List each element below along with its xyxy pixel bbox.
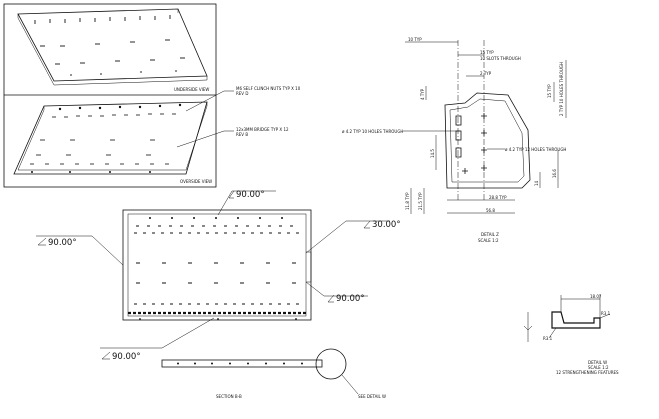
holes-callout-2: ø 4.2 TYP 12 HOLES THROUGH <box>505 147 566 152</box>
plan-inner-flange <box>127 213 307 317</box>
detail-w-label: DETAIL W <box>588 360 607 365</box>
detail-w-leader <box>341 374 359 395</box>
overside-holes <box>31 103 182 173</box>
detail-z-outline <box>444 92 531 189</box>
callout-clinch-nut-rev: REV D <box>236 91 248 96</box>
dim-14: 14 <box>534 180 539 186</box>
plan-right-tab <box>306 251 312 283</box>
overside-view: OVERSIDE VIEW <box>13 90 234 184</box>
underside-tray-outline <box>17 8 208 82</box>
clinch-nut-leader <box>185 90 234 112</box>
overside-slots <box>30 113 176 165</box>
holes-through-note: 2 TYP 10 HOLES THROUGH <box>559 62 564 116</box>
detail-w-radius-2: R3.1 <box>543 336 553 341</box>
detail-w-scale: SCALE 1:2 <box>588 365 609 370</box>
dim-16: 16.6 <box>552 169 557 178</box>
underside-label: UNDERSIDE VIEW <box>174 87 209 92</box>
dim-21-5: 21.5 TYP <box>418 192 423 210</box>
detail-w-note: 12 STRENGTHENING FEATURES <box>556 370 619 375</box>
detail-z: 10 TYP 15 TYP 10 SLOTS THROUGH 2 TYP 15 … <box>342 37 566 243</box>
callout-clinch-nut: M6 SELF CLINCH NUTS TYP X 10 <box>236 86 301 91</box>
section-profile <box>161 359 323 368</box>
section-label: SECTION B-B <box>216 394 242 399</box>
angle-callout-right-top: 30.00° <box>305 220 401 254</box>
holes-through-callout: ø 4.2 TYP 10 HOLES THROUGH <box>342 129 403 134</box>
plan-top-holes <box>149 217 283 219</box>
iso-frame <box>3 3 217 188</box>
callout-bridge: 12x3MM BRIDGE TYP X 12 <box>236 127 289 132</box>
detail-w-circle <box>315 348 347 380</box>
detail-w-profile <box>551 311 601 329</box>
underside-slots <box>34 15 185 76</box>
angle-callout-bottom: 90.00° <box>100 317 215 362</box>
section-holes <box>177 362 303 365</box>
iso-views-panel: UNDERSIDE VIEW <box>3 3 234 188</box>
angle-bottom-label: 90.00° <box>112 352 141 362</box>
angle-left-label: 90.00° <box>48 238 77 248</box>
detail-w-radius-1: R3.1 <box>601 311 611 316</box>
detail-w: 18.07 R3.1 R3.1 DETAIL W SCALE 1:2 12 ST… <box>523 294 619 375</box>
angle-callout-top: 90.00° <box>217 190 276 216</box>
detail-z-holes <box>462 113 487 174</box>
dim-15typ: 15 TYP <box>480 50 494 55</box>
underside-tray-lip <box>17 14 208 86</box>
angle-callout-left: 90.00° <box>36 235 124 266</box>
overside-tray-inner <box>17 102 208 171</box>
angle-right-top-label: 30.00° <box>372 220 401 230</box>
dim-4typ: 4 TYP <box>420 88 425 100</box>
dim-56-8: 56.8 <box>486 208 495 213</box>
plan-view: 90.00° 90.00° 30.00° 90.00° 90.00° <box>36 190 401 362</box>
dim-11-8: 11.8 TYP <box>405 192 410 210</box>
angle-right-bottom-label: 90.00° <box>336 294 365 304</box>
overside-tray-outline <box>13 101 208 175</box>
detail-w-width: 18.07 <box>590 294 602 299</box>
bridge-leader <box>176 130 234 148</box>
callout-bridge-rev: REV B <box>236 132 248 137</box>
dim-14-5: 14.5 <box>430 149 435 158</box>
plan-slot-rows <box>134 225 299 305</box>
overside-label: OVERSIDE VIEW <box>180 179 212 184</box>
underside-view: UNDERSIDE VIEW <box>17 8 209 92</box>
angle-callout-right-bottom: 90.00° <box>305 281 368 304</box>
dim-2typ: 2 TYP <box>480 71 492 76</box>
detail-w-arrow <box>523 325 533 331</box>
detail-z-slots <box>455 115 462 158</box>
detail-z-scale: SCALE 1:2 <box>478 238 499 243</box>
slots-note: 10 SLOTS THROUGH <box>480 56 521 61</box>
dim-28-8: 28.8 TYP <box>489 195 507 200</box>
detail-z-inner <box>449 98 525 183</box>
dim-10typ: 10 TYP <box>408 37 422 42</box>
detail-z-label: DETAIL Z <box>481 232 499 237</box>
dim-15typ-side: 15 TYP <box>547 84 552 98</box>
section-b-b: SECTION B-B SEE DETAIL W <box>161 348 386 399</box>
angle-top-label: 90.00° <box>236 190 265 200</box>
see-detail-w-label: SEE DETAIL W <box>358 394 386 399</box>
